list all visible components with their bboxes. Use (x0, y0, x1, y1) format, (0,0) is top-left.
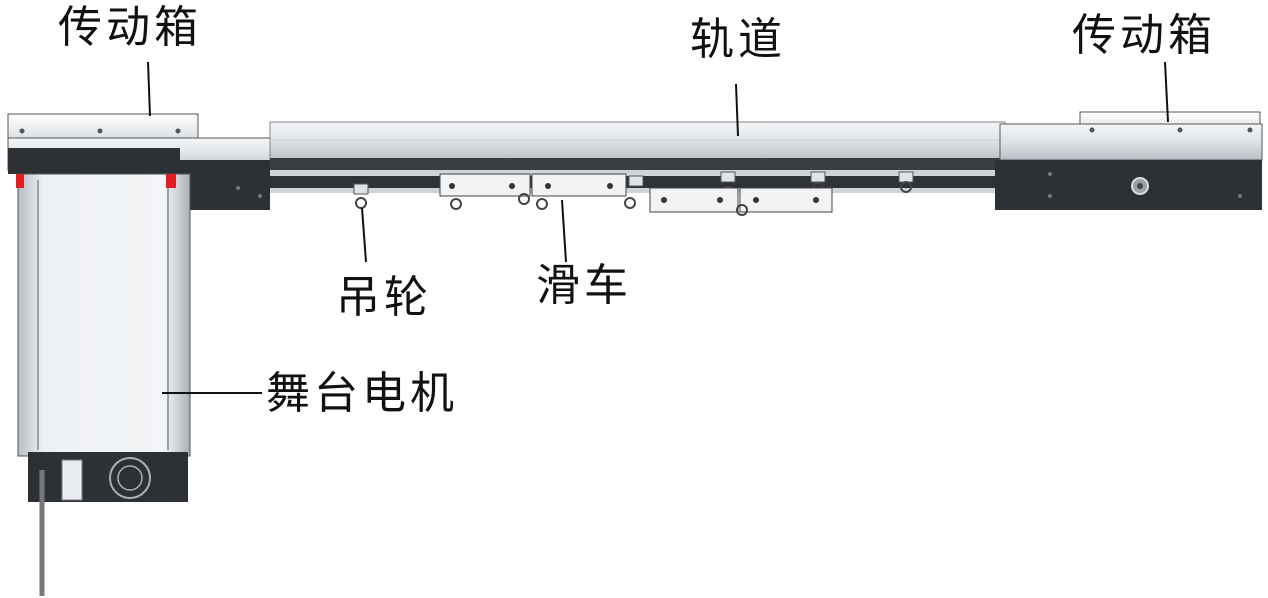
cable-gland (61, 459, 83, 501)
carriages (439, 173, 833, 216)
pulley (898, 171, 914, 193)
pulley (624, 175, 644, 209)
stage-motor (16, 173, 191, 596)
label-gearbox-right: 传动箱 (1072, 10, 1216, 61)
fan-vent-icon (109, 457, 151, 499)
label-pulley: 吊轮 (336, 272, 432, 323)
label-track: 轨道 (690, 14, 786, 65)
left-gearbox (7, 113, 271, 210)
label-stage-motor: 舞台电机 (266, 368, 458, 419)
pulleys (353, 171, 914, 209)
carriage-left (439, 173, 627, 210)
label-carriage: 滑车 (536, 260, 632, 311)
left-indicator-light (16, 174, 24, 188)
label-gearbox-left: 传动箱 (58, 2, 202, 53)
right-indicator-light (166, 174, 176, 188)
leader-lines (147, 61, 1169, 394)
pulley (353, 183, 369, 209)
carriage-right (649, 187, 833, 216)
right-gearbox (995, 111, 1263, 210)
